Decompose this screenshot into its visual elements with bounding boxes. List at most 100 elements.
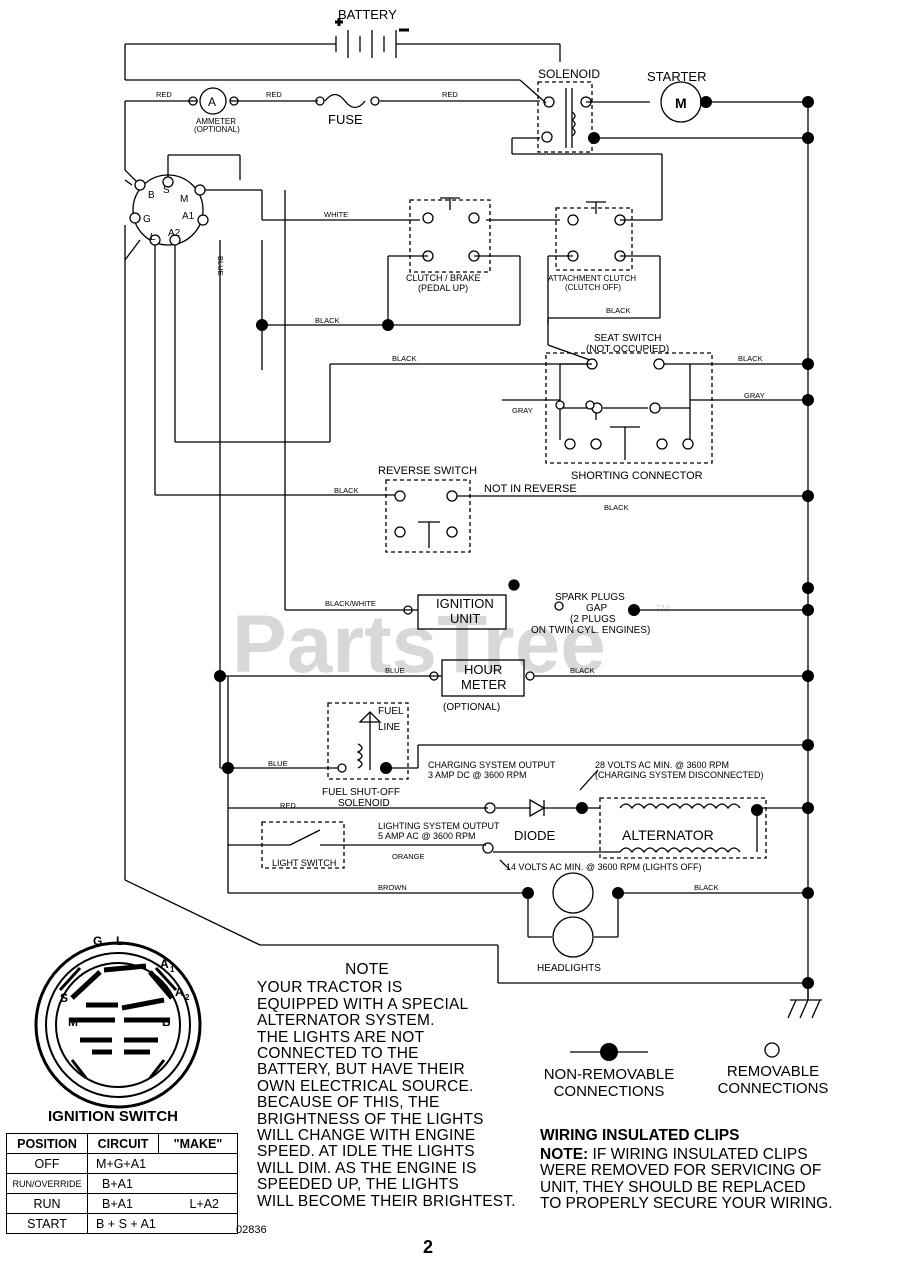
charging-output-label-1: CHARGING SYSTEM OUTPUT bbox=[428, 760, 556, 770]
reverse-switch-label: REVERSE SWITCH bbox=[378, 465, 477, 477]
fuel-line-label-2: LINE bbox=[378, 722, 401, 733]
note-line: SPEEDED UP, THE LIGHTS bbox=[257, 1176, 459, 1194]
wire-label-red-2: RED bbox=[266, 90, 282, 99]
fuel-line-label-1: FUEL bbox=[378, 706, 404, 717]
table-header-row: POSITION CIRCUIT "MAKE" bbox=[6, 1133, 238, 1154]
lighting-output-label-1: LIGHTING SYSTEM OUTPUT bbox=[378, 821, 500, 831]
not-in-reverse-label: NOT IN REVERSE bbox=[484, 483, 577, 495]
wire-label-gray-2: GRAY bbox=[744, 391, 765, 400]
note-line: THE LIGHTS ARE NOT bbox=[257, 1028, 425, 1046]
starter-label: STARTER bbox=[647, 69, 706, 84]
clutch-brake-label: CLUTCH / BRAKE bbox=[406, 273, 481, 283]
header-position: POSITION bbox=[6, 1133, 88, 1154]
note-line: YOUR TRACTOR IS bbox=[257, 979, 403, 997]
wire-label-red-4: RED bbox=[280, 801, 296, 810]
ammeter-symbol: A bbox=[208, 95, 216, 109]
spark-plugs-label: SPARK PLUGS bbox=[555, 592, 625, 603]
drawing-code: 02836 bbox=[236, 1224, 267, 1236]
wire-label-brown: BROWN bbox=[378, 883, 407, 892]
clips-line: WERE REMOVED FOR SERVICING OF bbox=[540, 1162, 822, 1180]
clips-note: WIRING INSULATED CLIPS NOTE: IF WIRING I… bbox=[540, 1127, 870, 1213]
cell-position: RUN bbox=[6, 1193, 88, 1214]
ign-label-g: G bbox=[93, 934, 102, 948]
table-row: START B + S + A1 bbox=[6, 1213, 238, 1234]
legend-removable-line2: CONNECTIONS bbox=[717, 1080, 829, 1097]
cell-circuit: B + S + A1 bbox=[87, 1213, 238, 1234]
wire-label-black-1: BLACK bbox=[315, 316, 340, 325]
ammeter-label: AMMETER bbox=[196, 117, 236, 126]
note-line: OWN ELECTRICAL SOURCE. bbox=[257, 1077, 474, 1095]
ignition-unit-label-2: UNIT bbox=[450, 611, 480, 626]
alternator-label: ALTERNATOR bbox=[622, 827, 714, 843]
charging-ac-label-2: (CHARGING SYSTEM DISCONNECTED) bbox=[595, 770, 764, 780]
ignition-switch-table: POSITION CIRCUIT "MAKE" OFF M+G+A1 RUN/O… bbox=[6, 1133, 238, 1234]
wire-label-black-2: BLACK bbox=[392, 354, 417, 363]
ignition-unit-label-1: IGNITION bbox=[436, 596, 494, 611]
seat-switch-sub: (NOT OCCUPIED) bbox=[586, 344, 669, 355]
legend-non-removable: NON-REMOVABLE CONNECTIONS bbox=[535, 1066, 683, 1100]
cell-extra: L+A2 bbox=[158, 1193, 238, 1214]
terminal-a1: A1 bbox=[182, 211, 195, 222]
cell-position: START bbox=[6, 1213, 88, 1234]
light-switch-label: LIGHT SWITCH bbox=[272, 858, 336, 868]
terminal-m: M bbox=[180, 194, 188, 205]
note-line: BECAUSE OF THIS, THE bbox=[257, 1094, 440, 1112]
note-line: WILL DIM. AS THE ENGINE IS bbox=[257, 1159, 477, 1177]
note-line: ALTERNATOR SYSTEM. bbox=[257, 1012, 435, 1030]
attachment-clutch-sub: (CLUTCH OFF) bbox=[565, 283, 621, 292]
ign-label-a1-sub: 1 bbox=[170, 965, 175, 974]
watermark-text: PartsTree bbox=[232, 599, 606, 690]
ammeter-optional: (OPTIONAL) bbox=[194, 125, 240, 134]
starter-motor-symbol: M bbox=[675, 95, 687, 111]
wire-label-white: WHITE bbox=[324, 210, 348, 219]
terminal-g: G bbox=[143, 214, 151, 225]
ign-label-b: B bbox=[162, 1015, 171, 1029]
wire-label-black-3: BLACK bbox=[606, 306, 631, 315]
hour-meter-label-2: METER bbox=[461, 677, 507, 692]
terminal-l: L bbox=[150, 232, 156, 243]
charging-ac-label-1: 28 VOLTS AC MIN. @ 3600 RPM bbox=[595, 760, 729, 770]
page-number: 2 bbox=[423, 1237, 434, 1257]
wire-label-black-6: BLACK bbox=[604, 503, 629, 512]
table-row: RUN/OVERRIDE B+A1 bbox=[6, 1173, 238, 1194]
lighting-output-label-2: 5 AMP AC @ 3600 RPM bbox=[378, 831, 476, 841]
wire-label-black-7: BLACK bbox=[570, 666, 595, 675]
legend-removable-line1: REMOVABLE bbox=[726, 1063, 820, 1080]
wire-label-gray-1: GRAY bbox=[512, 406, 533, 415]
ign-label-s: S bbox=[60, 991, 68, 1005]
fuse-label: FUSE bbox=[328, 112, 363, 127]
wire-label-black-4: BLACK bbox=[738, 354, 763, 363]
clips-title: WIRING INSULATED CLIPS bbox=[540, 1127, 740, 1144]
spark-plugs-twin: ON TWIN CYL. ENGINES) bbox=[531, 625, 650, 636]
table-row: RUN B+A1 L+A2 bbox=[6, 1193, 238, 1214]
wire-label-orange: ORANGE bbox=[392, 852, 425, 861]
attachment-clutch-label: ATTACHMENT CLUTCH bbox=[548, 274, 636, 283]
ign-label-a1: A bbox=[160, 957, 169, 971]
shorting-connector-label: SHORTING CONNECTOR bbox=[571, 470, 703, 482]
ignition-switch-title: IGNITION SWITCH bbox=[48, 1108, 178, 1125]
solenoid-label: SOLENOID bbox=[538, 67, 600, 81]
headlights-label: HEADLIGHTS bbox=[537, 963, 601, 974]
note-line: CONNECTED TO THE bbox=[257, 1045, 419, 1063]
charging-output-label-2: 3 AMP DC @ 3600 RPM bbox=[428, 770, 527, 780]
wire-label-blue-1: BLUE bbox=[385, 666, 405, 675]
terminal-a2: A2 bbox=[168, 228, 181, 239]
battery-label: BATTERY bbox=[338, 7, 397, 22]
diode-label: DIODE bbox=[514, 828, 556, 843]
clips-line: NOTE: IF WIRING INSULATED CLIPS bbox=[540, 1146, 870, 1164]
legend-non-removable-line2: CONNECTIONS bbox=[553, 1083, 665, 1100]
note-line: WILL CHANGE WITH ENGINE bbox=[257, 1127, 476, 1145]
note-title: NOTE bbox=[345, 961, 389, 978]
legend-non-removable-line1: NON-REMOVABLE bbox=[543, 1066, 675, 1083]
wire-label-black-5: BLACK bbox=[334, 486, 359, 495]
wire-label-black-white: BLACK/WHITE bbox=[325, 599, 376, 608]
header-circuit: CIRCUIT bbox=[87, 1133, 159, 1154]
table-row: OFF M+G+A1 bbox=[6, 1153, 238, 1174]
note-line: BATTERY, BUT HAVE THEIR bbox=[257, 1061, 465, 1079]
terminal-b: B bbox=[148, 190, 155, 201]
wire-label-red-3: RED bbox=[442, 90, 458, 99]
clutch-brake-sub: (PEDAL UP) bbox=[418, 283, 468, 293]
alternator-note: NOTE YOUR TRACTOR IS EQUIPPED WITH A SPE… bbox=[257, 961, 547, 1210]
ign-label-a2-sub: 2 bbox=[185, 993, 190, 1002]
